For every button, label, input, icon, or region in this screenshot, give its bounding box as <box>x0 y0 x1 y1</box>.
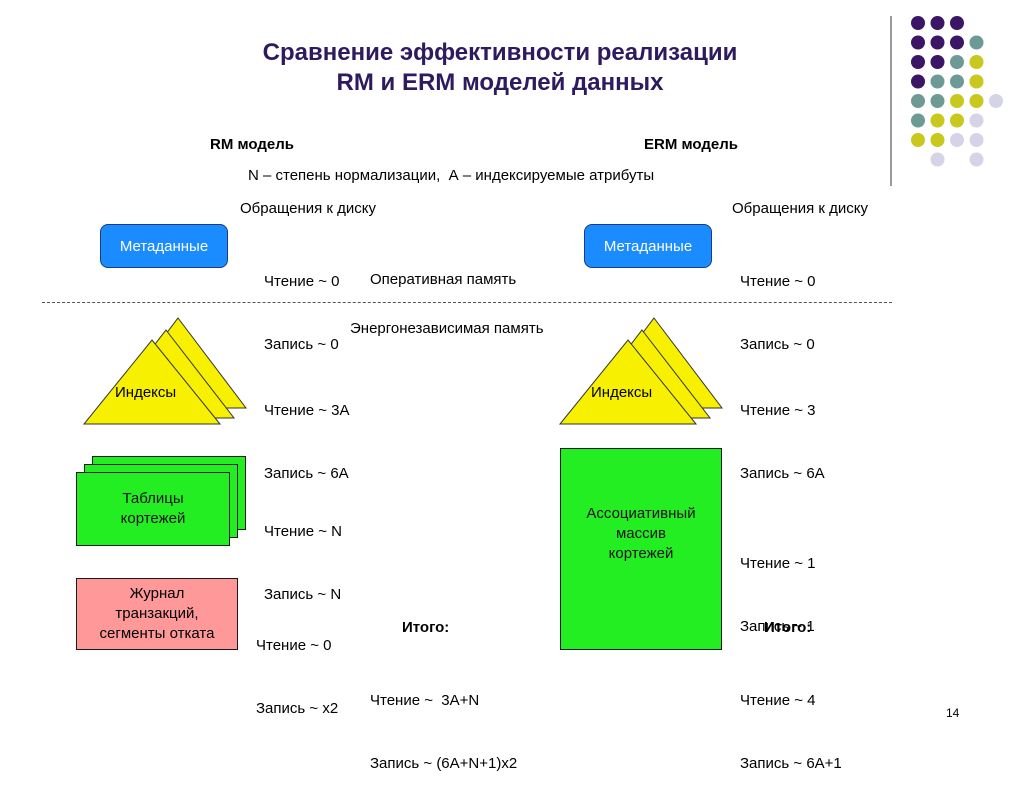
erm-metadata-label: Метаданные <box>603 237 693 255</box>
rm-journal-line3: сегменты отката <box>99 625 215 642</box>
rm-tables-write: Запись ~ N <box>264 586 342 603</box>
decorative-dot <box>930 133 945 147</box>
rm-disk-access-label: Обращения к диску <box>240 200 377 217</box>
decorative-dot <box>950 94 964 108</box>
decorative-dot <box>911 74 925 89</box>
rm-indexes-label: Индексы <box>115 384 177 401</box>
decorative-dot <box>930 55 945 69</box>
erm-total-label: Итого: <box>764 619 812 636</box>
rm-tables-label-line2: кортежей <box>120 510 186 527</box>
decorative-dot <box>911 55 925 69</box>
rm-total-label: Итого: <box>402 619 450 636</box>
decorative-dot <box>930 152 945 167</box>
decorative-dot <box>950 16 964 30</box>
rm-tables-label-line1: Таблицы <box>122 490 184 507</box>
decorative-dot <box>969 55 984 69</box>
rm-tables-stats: Чтение ~ N Запись ~ N <box>264 479 342 626</box>
title-line-1: Сравнение эффективности реализации <box>262 39 738 66</box>
memory-separator-line <box>42 302 892 303</box>
rm-index-triangle-front <box>82 339 222 425</box>
rm-indexes-stats: Чтение ~ 3А Запись ~ 6А <box>264 358 350 505</box>
ram-label: Оперативная память <box>370 271 517 288</box>
rm-journal-box: Журнал транзакций, сегменты отката <box>76 578 238 650</box>
rm-tables-read: Чтение ~ N <box>264 523 342 540</box>
rm-total-read: Чтение ~ 3А+N <box>370 692 480 709</box>
erm-indexes-stack <box>558 317 724 425</box>
decorative-dot <box>969 74 984 89</box>
decorative-dot <box>911 113 925 128</box>
decorative-dot <box>930 113 945 128</box>
rm-indexes-write: Запись ~ 6А <box>264 465 349 482</box>
rm-metadata-write: Запись ~ 0 <box>264 336 339 353</box>
decorative-dot <box>969 113 984 128</box>
erm-metadata-write: Запись ~ 0 <box>740 336 815 353</box>
erm-indexes-label: Индексы <box>591 384 653 401</box>
decorative-dot <box>911 133 925 147</box>
decorative-dot <box>930 35 945 50</box>
decorative-dot <box>950 113 964 128</box>
decorative-dot <box>969 94 984 108</box>
rm-model-header: RM модель <box>210 136 294 153</box>
decorative-dot <box>911 16 925 30</box>
rm-indexes-read: Чтение ~ 3А <box>264 402 350 419</box>
decorative-dot <box>969 152 984 167</box>
rm-indexes-stack <box>82 317 248 425</box>
erm-array-write: Запись ~ 1 <box>740 618 815 635</box>
decorative-dot <box>989 94 1003 108</box>
decorative-dot-grid <box>911 16 1003 167</box>
erm-assoc-label-line1: Ассоциативный <box>586 505 696 522</box>
rm-journal-read: Чтение ~ 0 <box>256 637 332 654</box>
erm-assoc-label-line3: кортежей <box>608 545 674 562</box>
slide-title: Сравнение эффективности реализации RM и … <box>180 38 820 98</box>
rm-journal-line2: транзакций, <box>115 605 199 622</box>
decorative-vertical-line <box>890 16 892 186</box>
rm-metadata-label: Метаданные <box>119 237 209 255</box>
rm-total-stats: Чтение ~ 3А+N Запись ~ (6А+N+1)x2 <box>370 648 517 795</box>
decorative-dot <box>950 133 964 147</box>
erm-model-header: ERM модель <box>644 136 738 153</box>
rm-metadata-box: Метаданные <box>100 224 228 268</box>
erm-metadata-stats: Чтение ~ 0 Запись ~ 0 <box>740 229 815 376</box>
erm-assoc-label-line2: массив <box>615 525 666 542</box>
erm-disk-access-label: Обращения к диску <box>732 200 869 217</box>
decorative-dot <box>911 35 925 50</box>
rm-total-write: Запись ~ (6А+N+1)x2 <box>370 755 518 772</box>
decorative-dot <box>969 35 984 50</box>
erm-total-stats: Чтение ~ 4 Запись ~ 6А+1 <box>740 648 842 795</box>
erm-indexes-stats: Чтение ~ 3 Запись ~ 6А <box>740 358 825 505</box>
decorative-dot <box>950 35 964 50</box>
decorative-dot <box>930 74 945 89</box>
legend-text: N – степень нормализации, А – индексируе… <box>248 167 655 184</box>
rm-tables-sheet-front: Таблицы кортежей <box>76 472 230 546</box>
decorative-dot <box>930 16 945 30</box>
title-line-2: RM и ERM моделей данных <box>336 69 664 96</box>
erm-total-write: Запись ~ 6А+1 <box>740 755 842 772</box>
erm-index-triangle-front <box>558 339 698 425</box>
rm-metadata-read: Чтение ~ 0 <box>264 273 340 290</box>
nvram-label: Энергонезависимая память <box>350 320 544 337</box>
rm-journal-line1: Журнал <box>129 585 185 602</box>
erm-associative-array-box: Ассоциативный массив кортежей <box>560 448 722 650</box>
erm-metadata-read: Чтение ~ 0 <box>740 273 816 290</box>
decorative-dot <box>950 74 964 89</box>
decorative-dot <box>969 133 984 147</box>
decorative-dot <box>911 94 925 108</box>
erm-total-read: Чтение ~ 4 <box>740 692 816 709</box>
erm-indexes-read: Чтение ~ 3 <box>740 402 816 419</box>
erm-array-read: Чтение ~ 1 <box>740 555 816 572</box>
erm-array-stats: Чтение ~ 1 Запись ~ 1 <box>740 511 815 658</box>
page-number: 14 <box>946 706 960 720</box>
rm-metadata-stats: Чтение ~ 0 Запись ~ 0 <box>264 229 339 376</box>
erm-indexes-write: Запись ~ 6А <box>740 465 825 482</box>
decorative-dot <box>950 55 964 69</box>
rm-journal-stats: Чтение ~ 0 Запись ~ x2 <box>256 593 338 740</box>
erm-metadata-box: Метаданные <box>584 224 712 268</box>
rm-journal-write: Запись ~ x2 <box>256 700 339 717</box>
decorative-dot <box>930 94 945 108</box>
